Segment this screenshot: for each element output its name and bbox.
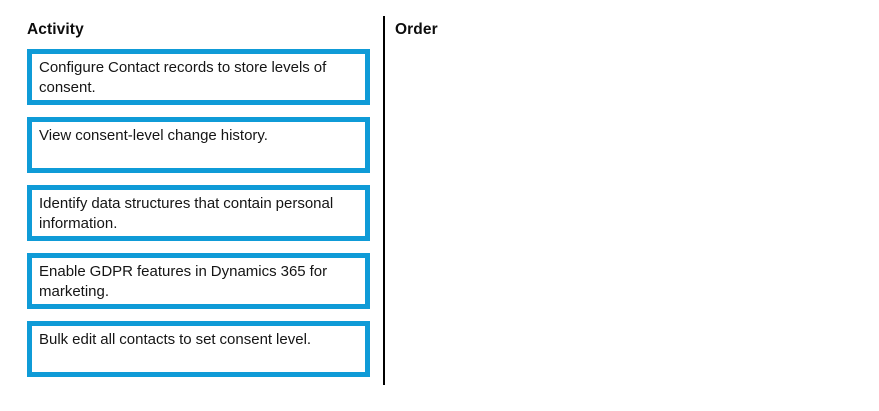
activity-card[interactable]: Enable GDPR features in Dynamics 365 for…: [27, 253, 370, 309]
order-column-header: Order: [395, 21, 438, 38]
activity-column-header: Activity: [27, 21, 84, 38]
activity-card[interactable]: View consent-level change history.: [27, 117, 370, 173]
activity-card[interactable]: Configure Contact records to store level…: [27, 49, 370, 105]
activity-card-label: Identify data structures that contain pe…: [39, 195, 334, 232]
activity-card[interactable]: Bulk edit all contacts to set consent le…: [27, 321, 370, 377]
activity-card[interactable]: Identify data structures that contain pe…: [27, 185, 370, 241]
activity-card-label: Bulk edit all contacts to set consent le…: [39, 331, 312, 348]
order-drop-zone[interactable]: [395, 49, 738, 378]
column-divider: [383, 16, 385, 385]
activity-card-label: View consent-level change history.: [39, 127, 268, 144]
activity-card-label: Enable GDPR features in Dynamics 365 for…: [39, 263, 328, 300]
activity-source-list: Configure Contact records to store level…: [27, 49, 370, 389]
activity-card-label: Configure Contact records to store level…: [39, 59, 327, 96]
